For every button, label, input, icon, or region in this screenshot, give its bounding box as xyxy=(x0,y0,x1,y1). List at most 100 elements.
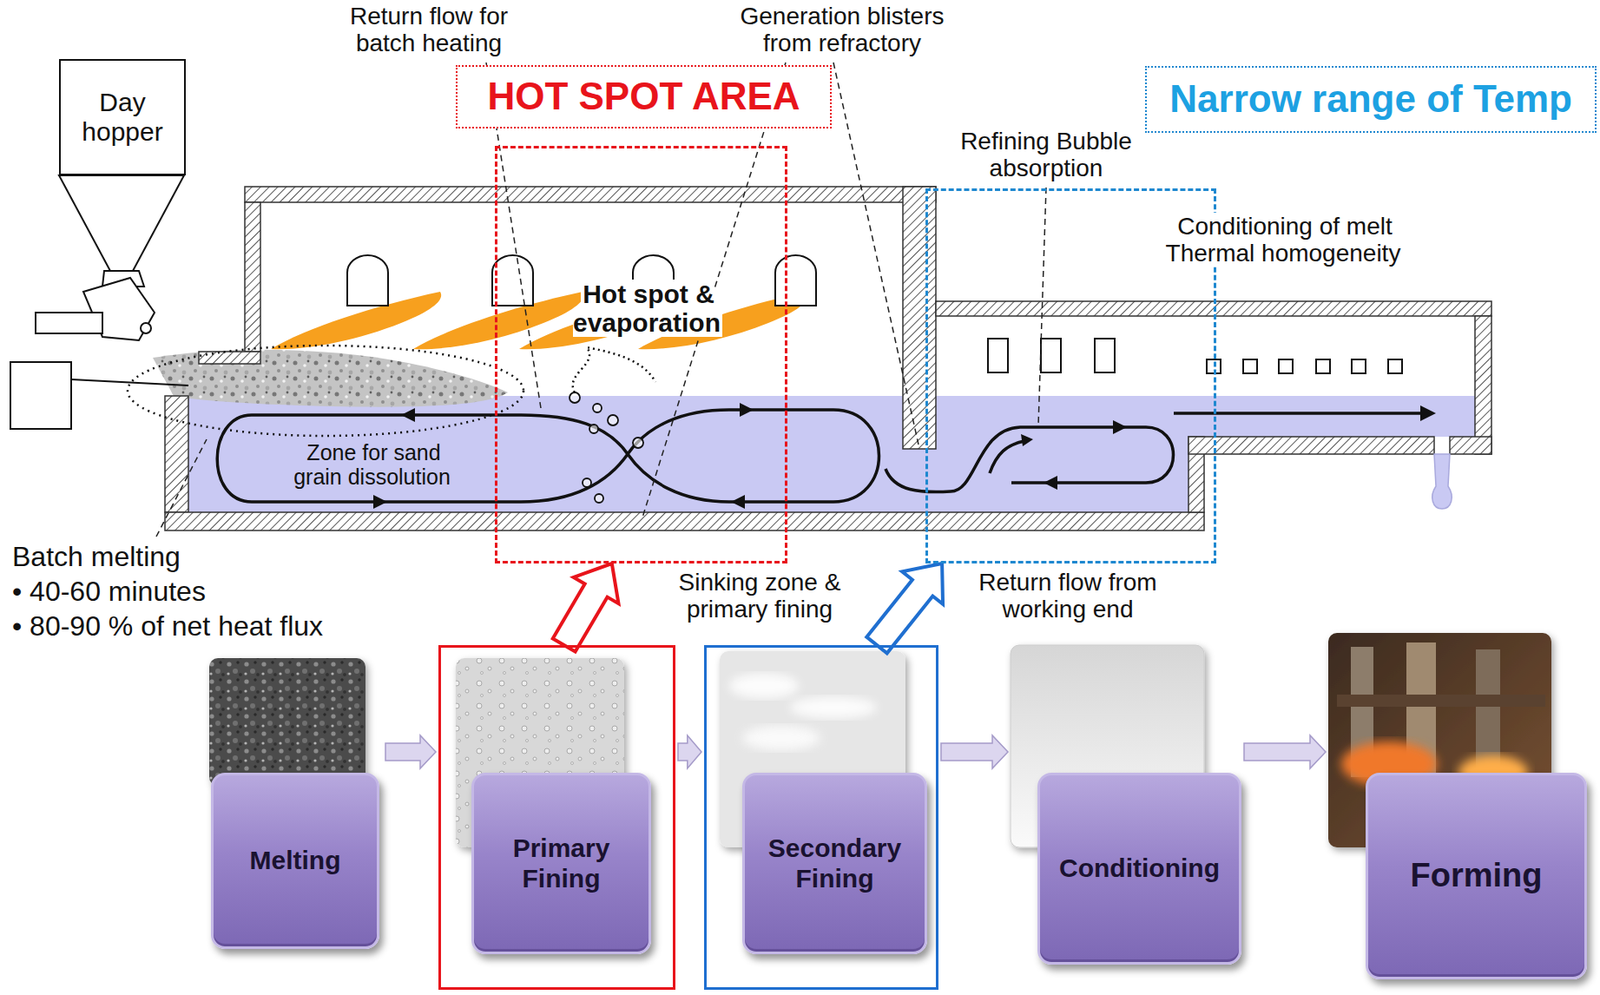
flow-loop xyxy=(885,427,1174,493)
flow-loop xyxy=(217,409,1424,502)
burner-port xyxy=(987,338,1008,373)
hopper-box: Day hopper xyxy=(59,59,186,176)
burner-port xyxy=(1316,359,1331,374)
annotation-text: Batch melting xyxy=(12,540,181,573)
flow-arrowhead xyxy=(1420,405,1436,422)
hot-spot-region: HOT SPOT AREA xyxy=(494,145,788,564)
process-stage: Forming xyxy=(1328,632,1587,980)
box-text: Day hopper xyxy=(67,87,178,148)
stage-picture-detail xyxy=(729,642,1546,791)
annotation-text: Refining Bubble absorption xyxy=(946,128,1146,183)
burner-port xyxy=(1388,359,1403,374)
burner-port xyxy=(347,255,389,306)
flow-arrowhead xyxy=(401,408,415,422)
refractory-wall xyxy=(198,351,261,364)
region-heading: Narrow range of Temp xyxy=(1145,65,1597,133)
burner-port xyxy=(1351,359,1366,374)
annotation-text: Conditioning of melt Thermal homogeneity xyxy=(1165,212,1403,267)
gas-bubble xyxy=(632,437,644,448)
focus-arrow xyxy=(866,563,943,653)
refractory-wall xyxy=(244,202,261,352)
stage-picture-detail xyxy=(729,673,799,698)
batch-charger xyxy=(35,312,103,334)
refractory-wall xyxy=(902,186,936,449)
annotation-text: Refining Bubble absorption xyxy=(960,127,1133,182)
flow-loop xyxy=(217,414,628,502)
flow-arrowhead xyxy=(1043,475,1058,490)
annotation-text: Hot spot & evaporation xyxy=(572,279,723,337)
refractory-wall xyxy=(164,395,189,513)
flow-arrow xyxy=(1244,735,1326,769)
batch-charger xyxy=(10,362,72,429)
gas-bubble xyxy=(569,392,644,503)
refractory-wall xyxy=(1449,436,1492,455)
evaporation-wisp xyxy=(572,347,656,393)
annotation-text: Sinking zone & primary fining xyxy=(672,569,847,624)
stage-name: Secondary Fining xyxy=(751,833,918,894)
annotation-text: Conditioning of melt Thermal homogeneity xyxy=(1158,213,1410,268)
burner-port xyxy=(1094,338,1115,373)
flow-arrowhead xyxy=(373,494,388,509)
annotation-text: Zone for sand grain dissolution xyxy=(288,441,458,489)
burner-port xyxy=(1278,359,1293,374)
stage-label-box: Melting xyxy=(210,772,380,949)
burner-port xyxy=(775,255,817,306)
stage-label-box: Conditioning xyxy=(1037,772,1242,965)
leader-line xyxy=(156,439,207,537)
flow-arrow xyxy=(678,735,702,769)
flow-arrowhead xyxy=(1112,420,1127,435)
leader-line xyxy=(833,62,919,445)
flow-arrowhead xyxy=(373,402,1436,509)
refractory-wall xyxy=(164,186,1492,531)
annotation-text: Zone for sand grain dissolution xyxy=(293,440,453,489)
burner-port xyxy=(1206,359,1221,374)
annotation-text: Return flow for batch heating xyxy=(349,2,508,57)
leader-line xyxy=(642,62,786,518)
burner-port xyxy=(1243,359,1258,374)
annotation-text: • 80-90 % of net heat flux xyxy=(12,611,323,642)
batch-zone-outline xyxy=(127,345,524,436)
annotation-text: Batch melting xyxy=(12,541,181,573)
temperature-region: Narrow range of Temp xyxy=(925,188,1217,564)
batch-charger xyxy=(71,379,189,386)
stage-name: Primary Fining xyxy=(480,833,642,894)
flow-loop xyxy=(989,441,1025,474)
batch-charger xyxy=(59,175,185,271)
annotation-text: • 40-60 minutes xyxy=(12,576,206,607)
stage-picture xyxy=(209,658,366,786)
process-stage: Secondary Fining xyxy=(704,645,939,990)
gas-bubble xyxy=(582,478,592,488)
refractory-wall xyxy=(1188,436,1435,455)
gas-bubble xyxy=(589,424,599,434)
refractory-wall xyxy=(935,301,1492,317)
gas-bubble xyxy=(594,493,604,503)
burner-port xyxy=(347,255,1403,374)
focus-arrow xyxy=(553,563,619,652)
annotation-text: Hot spot & evaporation xyxy=(560,279,735,337)
annotation-text: Return flow for batch heating xyxy=(333,3,525,58)
process-stage: Primary Fining xyxy=(438,645,676,990)
annotation-text: Generation blisters from refractory xyxy=(739,2,944,57)
stage-name: Conditioning xyxy=(1059,853,1220,884)
stage-picture-detail xyxy=(1475,649,1501,771)
gas-bubble xyxy=(607,414,619,426)
refractory-wall xyxy=(1474,316,1492,455)
stage-name: Melting xyxy=(250,845,342,876)
gas-bubble xyxy=(592,403,602,413)
annotation-text: Return flow from working end xyxy=(972,569,1164,624)
stage-name: Forming xyxy=(1410,856,1543,896)
burner-port xyxy=(632,255,674,306)
glass-gob xyxy=(1432,454,1452,509)
annotation-text: • 80-90 % of net heat flux xyxy=(12,610,323,642)
stage-label-box: Forming xyxy=(1365,772,1587,980)
annotation-text: Sinking zone & primary fining xyxy=(678,568,842,623)
annotation-text: Return flow from working end xyxy=(978,568,1157,623)
batch-blanket xyxy=(152,349,508,408)
stage-picture-detail xyxy=(1336,694,1546,707)
refractory-wall xyxy=(244,186,936,203)
glass-melt xyxy=(188,395,1475,513)
stage-picture-detail xyxy=(742,725,821,751)
leader-line xyxy=(156,62,1047,537)
refractory-wall xyxy=(164,512,1205,531)
